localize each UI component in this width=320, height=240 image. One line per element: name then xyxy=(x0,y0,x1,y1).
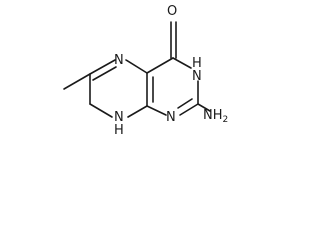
bond-c2-n1 xyxy=(179,103,199,116)
bond-n1-c8a xyxy=(146,105,167,116)
bond-n8-c8a xyxy=(127,105,148,118)
bond-c7-n8 xyxy=(89,103,113,118)
bond-c6-n5-double xyxy=(92,66,117,81)
atom-n8-h: H xyxy=(114,123,124,138)
atom-oxygen: O xyxy=(167,4,177,19)
bond-methyl-c6 xyxy=(63,73,91,90)
atom-n3: N xyxy=(192,69,202,84)
atom-n5: N xyxy=(114,53,124,68)
amino-subscript: 2 xyxy=(223,115,229,125)
atom-amino: NH2 xyxy=(203,108,228,125)
structure-svg: O N H N N H N NH2 xyxy=(63,4,228,138)
atom-n8: N xyxy=(114,110,124,125)
bond-c2-nh2 xyxy=(197,103,211,112)
bond-c4-n3 xyxy=(172,57,192,69)
bond-c2-n1-double xyxy=(177,98,193,109)
atom-n3-h: H xyxy=(192,56,202,71)
amino-nh: NH xyxy=(203,108,223,123)
molecule-diagram: O N H N N H N NH2 xyxy=(0,0,234,148)
atom-n1: N xyxy=(166,110,176,125)
bond-n5-c4a xyxy=(125,59,148,74)
bond-c4a-c4 xyxy=(146,57,174,74)
bond-c6-n5 xyxy=(89,59,116,75)
